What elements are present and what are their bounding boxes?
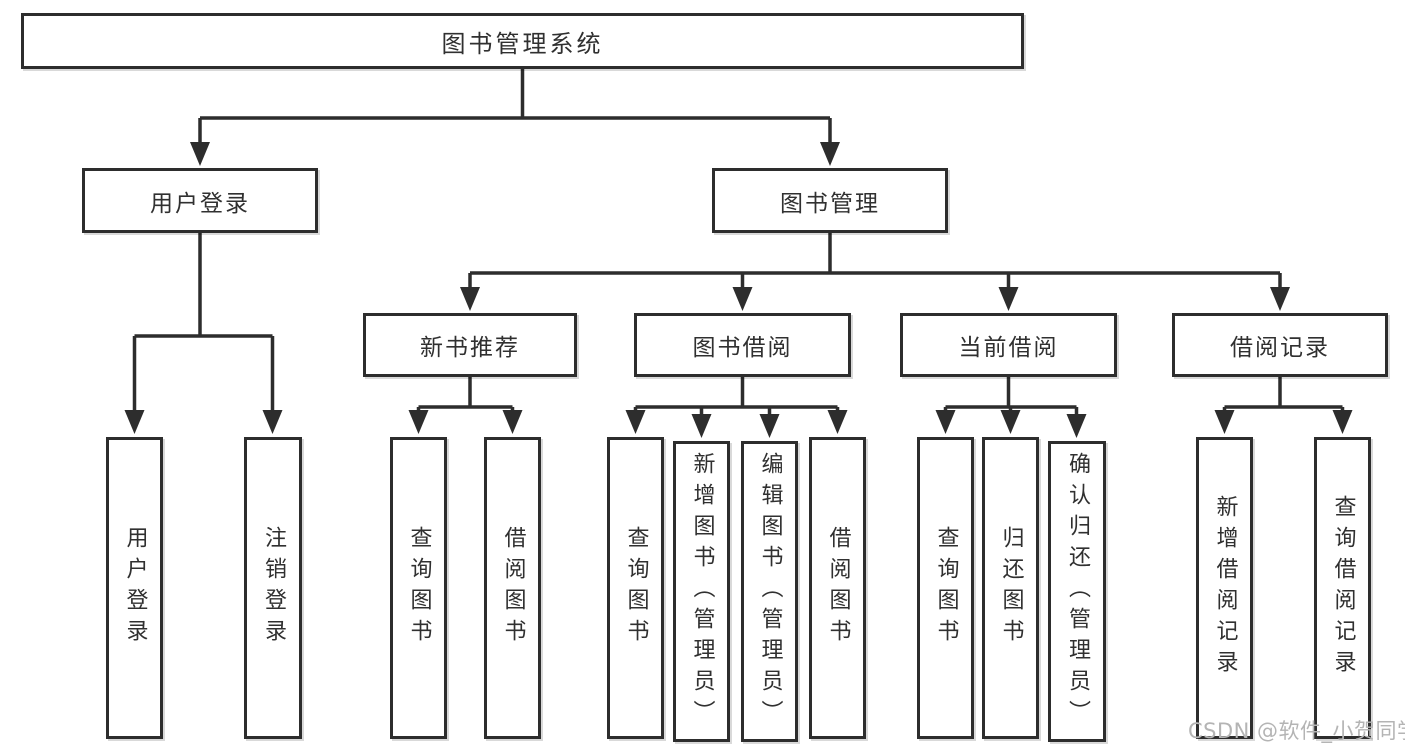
arrowhead-icon: [759, 414, 780, 438]
node-label: 查询图书: [406, 526, 432, 650]
arrowhead-icon: [1000, 410, 1021, 434]
leaf-logout: 注销登录: [244, 437, 302, 739]
arrowhead-icon: [190, 142, 210, 166]
leaf-query-books-recommend: 查询图书: [390, 437, 447, 739]
arrowhead-icon: [262, 410, 283, 434]
node-book-management: 图书管理: [712, 168, 948, 233]
node-label: 查询借阅记录: [1330, 495, 1356, 681]
arrowhead-icon: [732, 287, 753, 311]
wire: [468, 233, 1282, 292]
arrowhead-icon: [935, 410, 956, 434]
connector-user-login-to-leaves: [124, 233, 283, 434]
arrowhead-icon: [998, 287, 1019, 311]
arrowhead-icon: [820, 142, 840, 166]
csdn-watermark: CSDN @软件_小贺同学: [1188, 719, 1405, 743]
node-label: 编辑图书（管理员）: [757, 452, 783, 731]
leaf-return-book: 归还图书: [982, 437, 1039, 739]
node-label: 查询图书: [933, 526, 959, 650]
node-label: 新书推荐: [420, 335, 520, 361]
node-label: 查询图书: [623, 526, 649, 650]
arrowhead-icon: [124, 410, 145, 434]
node-label: 用户登录: [122, 526, 148, 650]
node-label: 新增图书（管理员）: [689, 452, 715, 731]
leaf-confirm-return-admin: 确认归还（管理员）: [1048, 441, 1106, 742]
node-root-system: 图书管理系统: [21, 13, 1024, 69]
arrowhead-icon: [691, 414, 712, 438]
leaf-edit-book-admin: 编辑图书（管理员）: [741, 441, 798, 742]
leaf-add-book-admin: 新增图书（管理员）: [673, 441, 730, 742]
wire: [416, 377, 515, 414]
node-label: 图书借阅: [692, 335, 793, 361]
wire: [132, 233, 275, 416]
wire: [633, 377, 840, 418]
arrowhead-icon: [1214, 410, 1235, 434]
node-label: 借阅图书: [825, 526, 851, 650]
node-label: 注销登录: [261, 526, 286, 650]
arrowhead-icon: [1332, 410, 1353, 434]
node-label: 借阅记录: [1230, 335, 1330, 361]
node-book-borrow: 图书借阅: [634, 313, 851, 377]
node-label: 借阅图书: [500, 526, 526, 650]
arrowhead-icon: [460, 287, 480, 311]
connector-root-to-level2: [190, 69, 840, 166]
node-borrow-records: 借阅记录: [1172, 313, 1388, 377]
connector-book-borrow-to-leaves: [625, 377, 848, 438]
connector-new-book-recommend-to-leaves: [408, 377, 523, 434]
node-current-borrow: 当前借阅: [900, 313, 1117, 377]
leaf-add-borrow-record: 新增借阅记录: [1196, 437, 1253, 739]
node-label: 图书管理系统: [441, 29, 604, 58]
leaf-query-books-current: 查询图书: [917, 437, 974, 739]
node-label: 确认归还（管理员）: [1065, 452, 1090, 731]
leaf-borrow-books-borrow: 借阅图书: [809, 437, 866, 739]
node-user-login: 用户登录: [82, 168, 318, 233]
leaf-user-login: 用户登录: [106, 437, 163, 739]
connector-book-management-to-level3: [460, 233, 1290, 311]
node-label: 新增借阅记录: [1212, 495, 1238, 681]
connector-borrow-records-to-leaves: [1214, 377, 1353, 434]
node-new-book-recommend: 新书推荐: [363, 313, 577, 377]
node-label: 用户登录: [150, 190, 250, 217]
node-label: 归还图书: [998, 526, 1024, 650]
leaf-borrow-books-recommend: 借阅图书: [484, 437, 541, 739]
arrowhead-icon: [408, 410, 429, 434]
arrowhead-icon: [1066, 414, 1087, 438]
node-label: 当前借阅: [958, 335, 1059, 361]
arrowhead-icon: [502, 410, 523, 434]
arrowhead-icon: [625, 410, 646, 434]
connector-current-borrow-to-leaves: [935, 377, 1087, 438]
node-label: 图书管理: [780, 190, 880, 217]
arrowhead-icon: [827, 410, 848, 434]
leaf-query-books-borrow: 查询图书: [607, 437, 664, 739]
wire: [1222, 377, 1345, 414]
wire: [198, 69, 832, 148]
arrowhead-icon: [1270, 287, 1290, 311]
leaf-query-borrow-record: 查询借阅记录: [1314, 437, 1371, 739]
